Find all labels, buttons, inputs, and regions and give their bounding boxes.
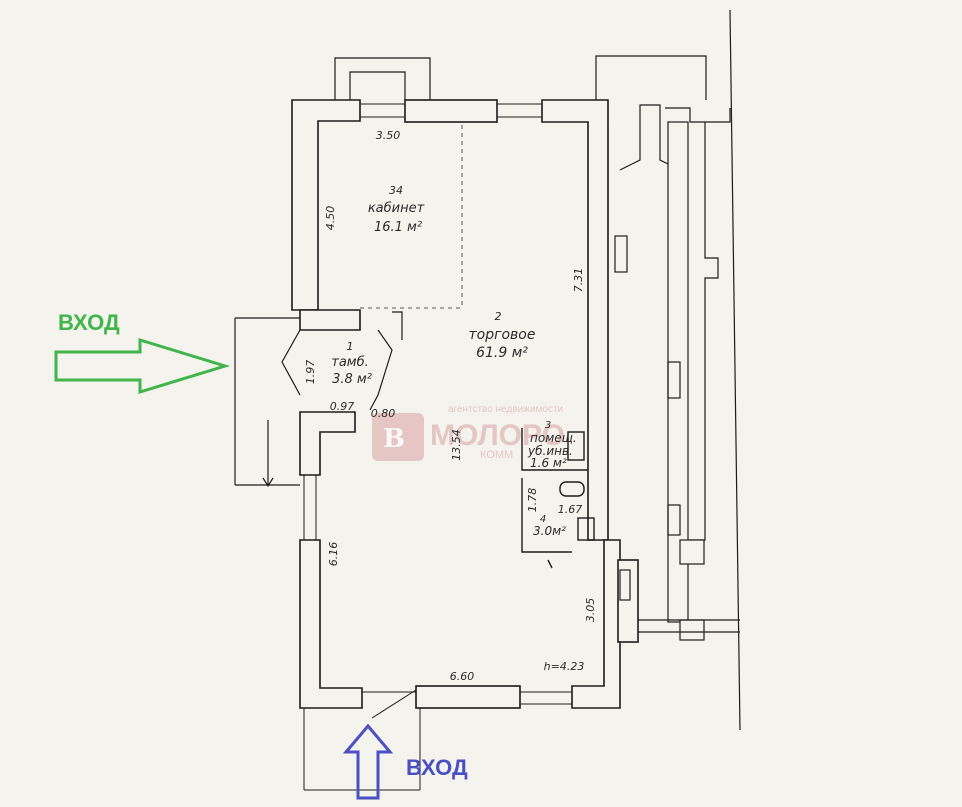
dim-hall-length: 13.54 (450, 429, 463, 461)
room-utility-name2: уб.инв. (527, 444, 573, 458)
dim-wc-width: 1.67 (558, 503, 583, 516)
wc-block (521, 428, 595, 569)
wall-right-lower (571, 539, 621, 709)
bottom-door (303, 689, 421, 791)
dim-cab-height: 4.50 (324, 206, 337, 231)
wall-top-left (291, 99, 361, 311)
watermark-bottom: КОММ (480, 449, 513, 461)
wall-top-mid (404, 99, 498, 123)
wall-right-pier (617, 559, 639, 643)
room-vestibule-name: тамб. (331, 355, 369, 370)
wall-vest-top (299, 309, 361, 331)
watermark-logo (372, 413, 424, 461)
room-cabinet-number: 34 (389, 184, 403, 197)
entrance-side-label: ВХОД (58, 310, 120, 335)
dimensions: 3.50 4.50 7.31 1.97 0.97 0.80 13.54 1.78… (304, 129, 597, 683)
entrance-bottom: ВХОД (342, 723, 468, 800)
entrance-bottom-label: ВХОД (406, 755, 468, 780)
watermark-brand: МОЛОРО (430, 419, 565, 452)
room-trade-number: 2 (495, 310, 502, 323)
vestibule-lines (234, 311, 403, 488)
room-vestibule-area: 3.8 м² (332, 372, 372, 387)
room-utility-area: 1.6 м² (530, 456, 567, 470)
room-wc-number: 4 (540, 514, 546, 525)
room-wc-area: 3.0м² (533, 524, 566, 538)
dim-right-wall: 7.31 (572, 268, 585, 293)
dim-vest-bottom: 0.97 (330, 400, 355, 413)
wall-bottom-mid (415, 685, 521, 709)
entrance-bottom-arrow (342, 723, 394, 800)
room-utility-number: 3 (545, 420, 551, 431)
room-cabinet: 34 кабинет 16.1 м² (368, 184, 425, 235)
svg-text:B: B (383, 424, 405, 454)
room-utility: 3 помещ. уб.инв. 1.6 м² (527, 420, 577, 470)
room-cabinet-name: кабинет (368, 201, 425, 216)
dim-left-lower: 6.16 (327, 542, 340, 567)
entrance-side: ВХОД (54, 310, 231, 395)
room-vestibule-number: 1 (347, 340, 354, 353)
wall-left-lower (299, 539, 363, 709)
dim-ceiling: h=4.23 (544, 660, 585, 673)
windows (303, 103, 572, 705)
watermark-top: агентство недвижимости (448, 404, 563, 415)
entrance-side-arrow (54, 337, 231, 395)
top-annex (334, 57, 431, 100)
dim-cab-width: 3.50 (376, 129, 401, 142)
room-trade-name: торговое (469, 327, 536, 343)
dim-bottom-width: 6.60 (450, 670, 475, 683)
room-trade: 2 торговое 61.9 м² (469, 310, 536, 361)
room-cabinet-area: 16.1 м² (374, 220, 422, 235)
dim-vest-height: 1.97 (304, 360, 317, 385)
wall-right-upper (541, 99, 609, 541)
room-utility-name1: помещ. (530, 431, 577, 445)
dim-vest-door: 0.80 (371, 407, 396, 420)
neighbour-building (595, 9, 741, 731)
wall-vest-bottom (299, 411, 356, 476)
dim-wc-height: 1.78 (526, 488, 539, 513)
dim-right-lower: 3.05 (584, 598, 597, 623)
room-vestibule: 1 тамб. 3.8 м² (331, 340, 372, 387)
watermark: B агентство недвижимости МОЛОРО КОММ (372, 404, 565, 461)
room-wc: 4 3.0м² (533, 514, 566, 538)
room-trade-area: 61.9 м² (476, 345, 528, 361)
cabinet-partition (360, 125, 463, 309)
walls (291, 99, 639, 709)
